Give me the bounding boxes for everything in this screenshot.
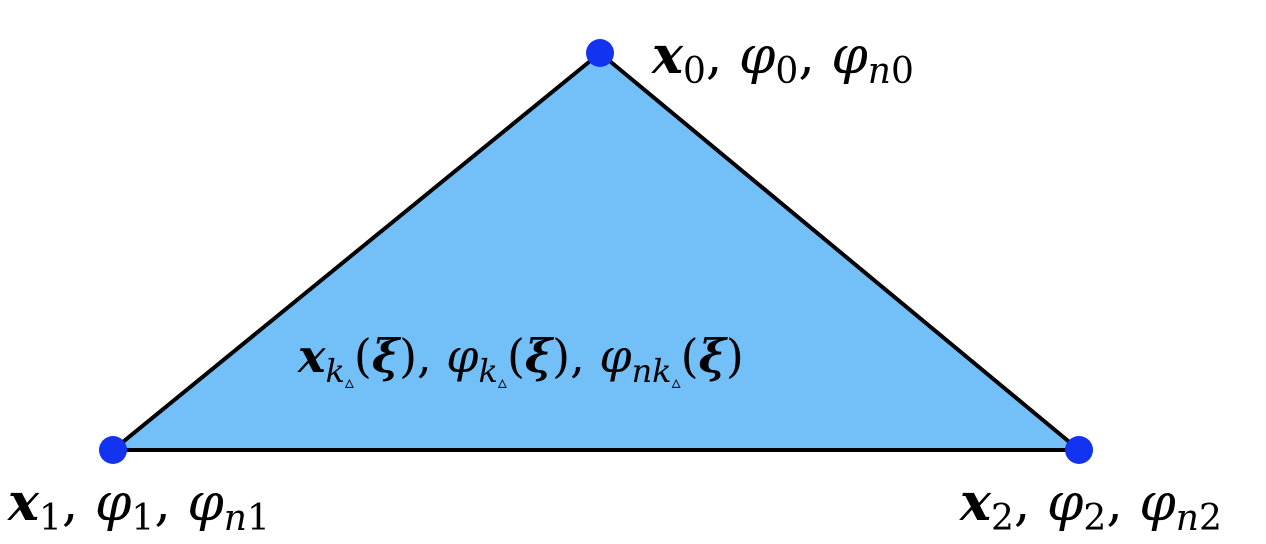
interior-open-3: ( [681, 329, 699, 383]
v1-position-sub: 1 [39, 498, 62, 539]
interior-position-sub-delta: ▵ [345, 372, 354, 393]
interior-position-sub-k: k [325, 352, 344, 390]
interior-label: xk▵(ξ), φk▵(ξ), φnk▵(ξ) [297, 329, 744, 393]
v0-potential-sub: 0 [775, 51, 798, 92]
vertex-2 [1065, 436, 1093, 464]
v0-sep-1: , [706, 26, 739, 86]
vertex-1 [99, 436, 127, 464]
v0-potential: φ [739, 26, 776, 86]
interior-normal-sub-n: n [632, 352, 653, 390]
vertex-2-label: x2, φ2, φn2 [959, 472, 1222, 539]
vertex-0 [586, 39, 614, 67]
vertex-1-label: x1, φ1, φn1 [7, 472, 270, 539]
interior-potential: φ [446, 329, 479, 383]
interior-sep-1: , [417, 329, 446, 383]
interior-close-3: ) [726, 329, 744, 383]
interior-open-2: ( [507, 329, 525, 383]
v1-normal-sub-n: n [224, 498, 247, 539]
interior-xi-1: ξ [372, 329, 402, 383]
v1-potential-sub: 1 [131, 498, 154, 539]
v2-sep-1: , [1014, 473, 1047, 533]
v0-normal: φ [831, 26, 868, 86]
triangle-element [111, 51, 1081, 452]
v2-normal-sub-idx: 2 [1199, 498, 1222, 539]
v2-normal: φ [1139, 473, 1176, 533]
v0-position-sub: 0 [683, 51, 706, 92]
v1-position: x [7, 472, 40, 533]
v2-sep-2: , [1106, 473, 1139, 533]
interior-xi-2: ξ [525, 329, 555, 383]
v2-potential-sub: 2 [1083, 498, 1106, 539]
v1-potential: φ [95, 473, 132, 533]
v1-sep-2: , [154, 473, 187, 533]
interior-normal-sub-k: k [652, 352, 671, 390]
interior-position: x [297, 329, 326, 383]
v2-potential: φ [1047, 473, 1084, 533]
interior-normal: φ [599, 329, 632, 383]
interior-open-1: ( [354, 329, 372, 383]
interior-normal-sub-delta: ▵ [672, 372, 681, 393]
v0-sep-2: , [798, 26, 831, 86]
v2-normal-sub-n: n [1176, 498, 1199, 539]
v0-normal-sub-idx: 0 [891, 51, 914, 92]
interior-sep-2: , [570, 329, 599, 383]
v1-normal-sub-idx: 1 [247, 498, 270, 539]
v0-normal-sub-n: n [868, 51, 891, 92]
interior-potential-sub-delta: ▵ [498, 372, 507, 393]
interior-close-1: ) [399, 329, 417, 383]
vertex-0-label: x0, φ0, φn0 [651, 25, 914, 92]
v0-position: x [651, 25, 684, 86]
v2-position: x [959, 472, 992, 533]
v1-normal: φ [187, 473, 224, 533]
interior-close-2: ) [552, 329, 570, 383]
interior-xi-3: ξ [699, 329, 729, 383]
interior-potential-sub-k: k [479, 352, 498, 390]
v1-sep-1: , [62, 473, 95, 533]
v2-position-sub: 2 [991, 498, 1014, 539]
